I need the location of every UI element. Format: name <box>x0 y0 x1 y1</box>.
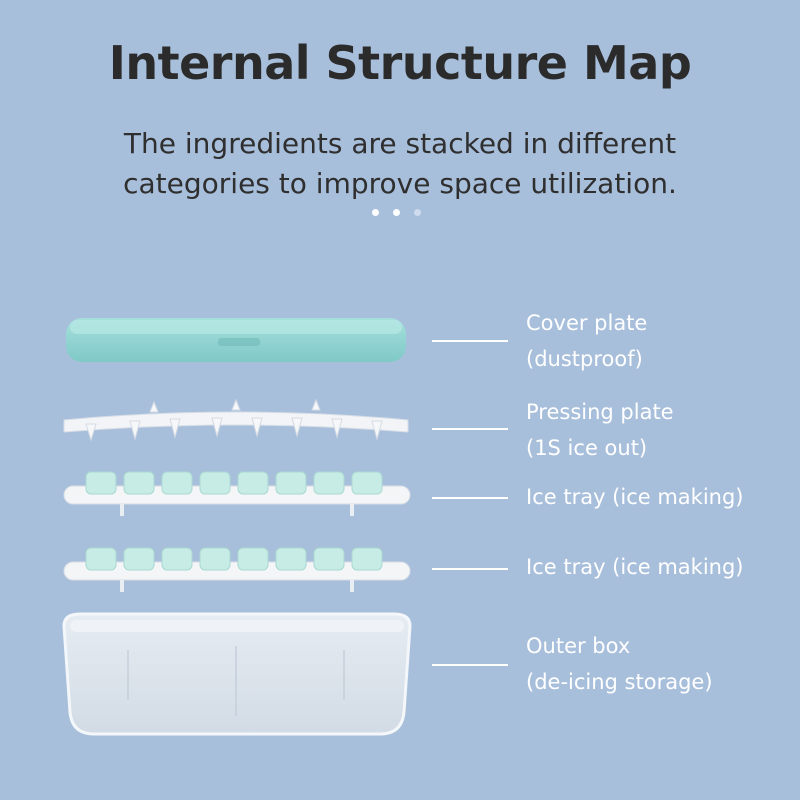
leader-line-ice-tray-2 <box>432 568 508 570</box>
carousel-dot-3[interactable] <box>414 209 421 216</box>
label-cover-plate: Cover plate (dustproof) <box>526 311 648 371</box>
leader-line-pressing-plate <box>432 428 508 430</box>
label-outer-box: Outer box (de-icing storage) <box>526 634 713 694</box>
carousel-dots <box>372 209 421 216</box>
label-pressing-plate: Pressing plate (1S ice out) <box>526 400 674 460</box>
carousel-dot-1[interactable] <box>372 209 379 216</box>
leader-line-ice-tray-1 <box>432 497 508 499</box>
carousel-dot-2[interactable] <box>393 209 400 216</box>
outer-box <box>62 612 412 736</box>
ice-tray-2 <box>63 547 411 592</box>
ice-tray-1 <box>63 471 411 516</box>
leader-line-cover-plate <box>432 340 508 342</box>
pressing-plate <box>63 398 409 442</box>
page-subtitle: The ingredients are stacked in different… <box>123 127 677 200</box>
label-ice-tray-2: Ice tray (ice making) <box>526 555 744 579</box>
page-title: Internal Structure Map <box>108 36 692 90</box>
cover-plate <box>66 318 406 362</box>
leader-line-outer-box <box>432 664 508 666</box>
label-ice-tray-1: Ice tray (ice making) <box>526 485 744 509</box>
